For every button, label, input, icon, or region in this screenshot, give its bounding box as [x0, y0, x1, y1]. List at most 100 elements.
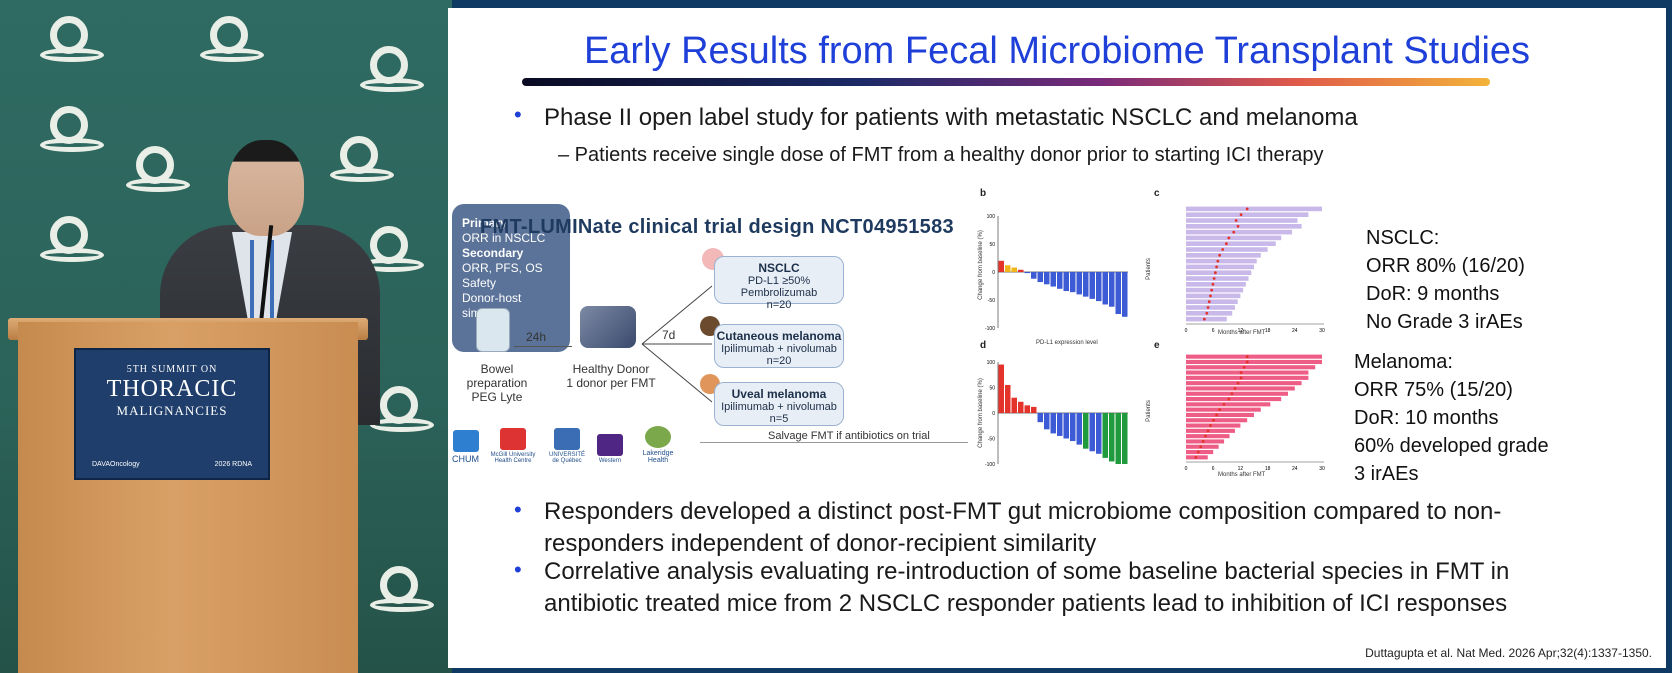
swimmer-lane: [1186, 423, 1241, 428]
trial-design-diagram: FMT-LUMINate clinical trial design NCT04…: [452, 204, 972, 474]
waterfall-bar: [1024, 405, 1030, 413]
response-marker: [1206, 429, 1210, 433]
x-tick-label: 6: [1212, 466, 1215, 472]
waterfall-bar: [1109, 413, 1115, 462]
response-marker: [1218, 253, 1222, 257]
swimmer-lane: [1186, 293, 1241, 299]
swimmer-lane: [1186, 354, 1322, 359]
logo-chum: CHUM: [452, 430, 479, 464]
bullet-dot-icon: •: [514, 497, 522, 522]
panel-e-ylabel: Patients: [1145, 400, 1152, 422]
donor-label: Healthy Donor 1 donor per FMT: [566, 362, 656, 390]
endpoints-secondary-line2: Safety: [462, 276, 497, 290]
waterfall-bar: [1057, 413, 1063, 436]
arm-uveal: Uveal melanoma Ipilimumab + nivolumab n=…: [714, 382, 844, 426]
swimmer-lane: [1186, 370, 1309, 375]
response-marker: [1236, 224, 1240, 228]
logo-mcgill: McGill University Health Centre: [489, 428, 537, 464]
bullet-responders: • Responders developed a distinct post-F…: [514, 496, 1504, 560]
swimmer-lane: [1186, 407, 1261, 412]
title-underline: [522, 78, 1490, 86]
swimmer-lane: [1186, 247, 1268, 252]
waterfall-bar: [1005, 384, 1011, 413]
y-tick-label: 50: [989, 242, 995, 248]
waterfall-bar: [1063, 413, 1069, 439]
waterfall-bar: [1122, 272, 1128, 317]
response-marker: [1233, 387, 1237, 390]
response-marker: [1209, 294, 1212, 298]
waterfall-bar: [1005, 265, 1011, 272]
podium-sign-line1: 5TH SUMMIT ON: [126, 364, 218, 375]
bowel-prep-text: Bowel preparation: [466, 362, 528, 390]
y-tick-label: 100: [987, 360, 996, 366]
arm-nsclc-title: NSCLC: [758, 261, 800, 275]
response-marker: [1212, 418, 1215, 422]
swimmer-lane: [1186, 439, 1225, 444]
response-marker: [1227, 236, 1231, 240]
swimmer-lane: [1186, 253, 1261, 258]
hand-icon: [580, 306, 636, 348]
arm-nsclc-line3: n=20: [766, 299, 792, 311]
panel-c-ylabel: Patients: [1145, 258, 1152, 280]
swimmer-lane: [1186, 299, 1238, 304]
stats-mel-irae1: 60% developed grade: [1354, 435, 1549, 457]
response-marker: [1230, 392, 1234, 396]
x-tick-label: 12: [1238, 328, 1244, 334]
swimmer-lane: [1186, 359, 1322, 364]
citation: Duttagupta et al. Nat Med. 2026 Apr;32(4…: [1365, 646, 1652, 660]
stats-nsclc-irae: No Grade 3 irAEs: [1366, 311, 1523, 333]
x-tick-label: 6: [1212, 328, 1215, 334]
sub-bullet-fmt: – Patients receive single dose of FMT fr…: [558, 144, 1324, 166]
waterfall-bar: [1115, 272, 1121, 314]
response-marker: [1202, 317, 1206, 321]
y-tick-label: -100: [985, 462, 995, 468]
swimmer-lane: [1186, 235, 1282, 241]
stats-mel-irae2: 3 irAEs: [1354, 463, 1419, 485]
arm-cutaneous: Cutaneous melanoma Ipilimumab + nivoluma…: [714, 324, 844, 368]
backdrop-logo-icon: [200, 10, 270, 70]
response-marker: [1239, 376, 1243, 380]
waterfall-bar: [1122, 413, 1128, 464]
arm-cutaneous-title: Cutaneous melanoma: [716, 329, 842, 343]
x-tick-label: 18: [1265, 466, 1271, 472]
x-tick-label: 24: [1292, 328, 1298, 334]
waterfall-bar: [1076, 272, 1082, 295]
response-marker: [1245, 360, 1249, 364]
y-tick-label: 0: [992, 270, 995, 276]
panel-e-xlabel: Months after FMT: [1218, 472, 1266, 478]
y-tick-label: 100: [987, 214, 996, 220]
arm-nsclc-line2: Pembrolizumab: [740, 287, 818, 299]
backdrop-logo-icon: [370, 380, 440, 440]
waterfall-bar: [1050, 272, 1056, 287]
swimmer-lane: [1186, 264, 1254, 270]
backdrop-logo-icon: [370, 560, 440, 620]
backdrop-logo-icon: [126, 140, 196, 200]
y-tick-label: 0: [992, 411, 995, 417]
bullet-correlative: • Correlative analysis evaluating re-int…: [514, 556, 1534, 620]
swimmer-lane: [1186, 305, 1235, 310]
waterfall-bar: [1070, 413, 1076, 442]
interval-7d: 7d: [662, 328, 676, 342]
swimmer-lane: [1186, 386, 1295, 391]
response-marker: [1222, 402, 1226, 406]
waterfall-bar: [1096, 413, 1102, 454]
x-tick-label: 24: [1292, 466, 1298, 472]
response-marker: [1227, 397, 1231, 401]
waterfall-bar: [1070, 272, 1076, 293]
salvage-line: [700, 442, 968, 443]
bowel-prep-label: Bowel preparation PEG Lyte: [452, 362, 542, 404]
swimmer-lane: [1186, 381, 1302, 386]
response-marker: [1207, 300, 1211, 304]
response-marker: [1218, 408, 1222, 412]
swimmer-lane: [1186, 229, 1293, 235]
waterfall-bar: [1044, 413, 1050, 430]
stats-nsclc-dor: DoR: 9 months: [1366, 283, 1500, 305]
waterfall-bar: [1011, 267, 1017, 272]
bottle-icon: [476, 308, 510, 352]
stats-nsclc-title: NSCLC:: [1366, 227, 1440, 249]
podium-brand: DAVAOncology: [92, 461, 140, 468]
response-marker: [1215, 413, 1218, 417]
